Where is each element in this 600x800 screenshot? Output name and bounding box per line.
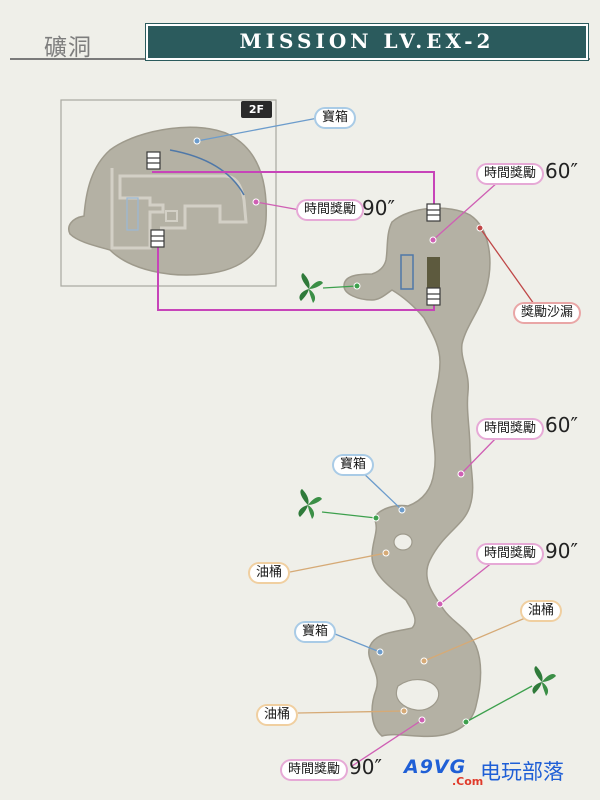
label-treasure-2f: 寶箱 [316,109,355,127]
ladder-icon [146,151,441,306]
label-time-bonus-top: 時間獎勵 [478,165,543,183]
mission-title-band: MISSION LV.EX-2 [145,23,589,61]
marker-dots [193,137,484,726]
mission-title: MISSION LV.EX-2 [239,29,495,53]
logo-cn-name: 电玩部落 [480,760,564,784]
logo-brand: A9VG [404,756,467,778]
herb-plant-icon [299,273,323,303]
label-bonus-hourglass: 獎勵沙漏 [515,304,580,322]
label-oil-drum-lower: 油桶 [258,706,297,724]
label-treasure-lower: 寶箱 [296,623,335,641]
herb-plant-icon [532,666,556,696]
time-bonus-value-bottom: 90″ [349,755,382,779]
label-time-bonus-bottom: 時間獎勵 [282,761,347,779]
barrier-marker-1f [400,254,414,290]
label-oil-drum-upper: 油桶 [250,564,289,582]
label-time-bonus-middle: 時間獎勵 [478,545,543,563]
time-bonus-value-corridor: 60″ [545,413,578,437]
label-time-bonus-2f: 時間獎勵 [298,201,363,219]
edge-highlight-2f [169,149,245,196]
pillar-marker-1f [427,257,440,291]
time-bonus-value-middle: 90″ [545,539,578,563]
area-name: 礦洞 [44,35,92,61]
label-treasure-mid: 寶箱 [334,456,373,474]
barrier-marker-2f [126,197,139,231]
logo-domain: .Com [452,775,484,788]
cave-hole-upper [393,533,413,551]
cave-floor-2f [68,126,267,276]
inset-frame [60,99,277,287]
leader-lines [196,117,535,767]
cave-hole-lower [395,679,440,711]
route-line-upper [152,171,435,205]
label-time-bonus-corridor: 時間獎勵 [478,420,543,438]
label-oil-drum-right: 油桶 [522,602,561,620]
time-bonus-value-top: 60″ [545,159,578,183]
site-logo: A9VG .Com 电玩部落 [404,756,588,790]
time-bonus-value-2f: 90″ [362,196,395,220]
area-name-block: 礦洞 [10,26,138,61]
cave-floor-1f [343,207,491,738]
herb-plant-icon [298,489,322,519]
floor-badge-2f: 2F [241,101,272,118]
cave-wall-2f [110,168,248,250]
cave-pillar-2f [165,210,178,222]
